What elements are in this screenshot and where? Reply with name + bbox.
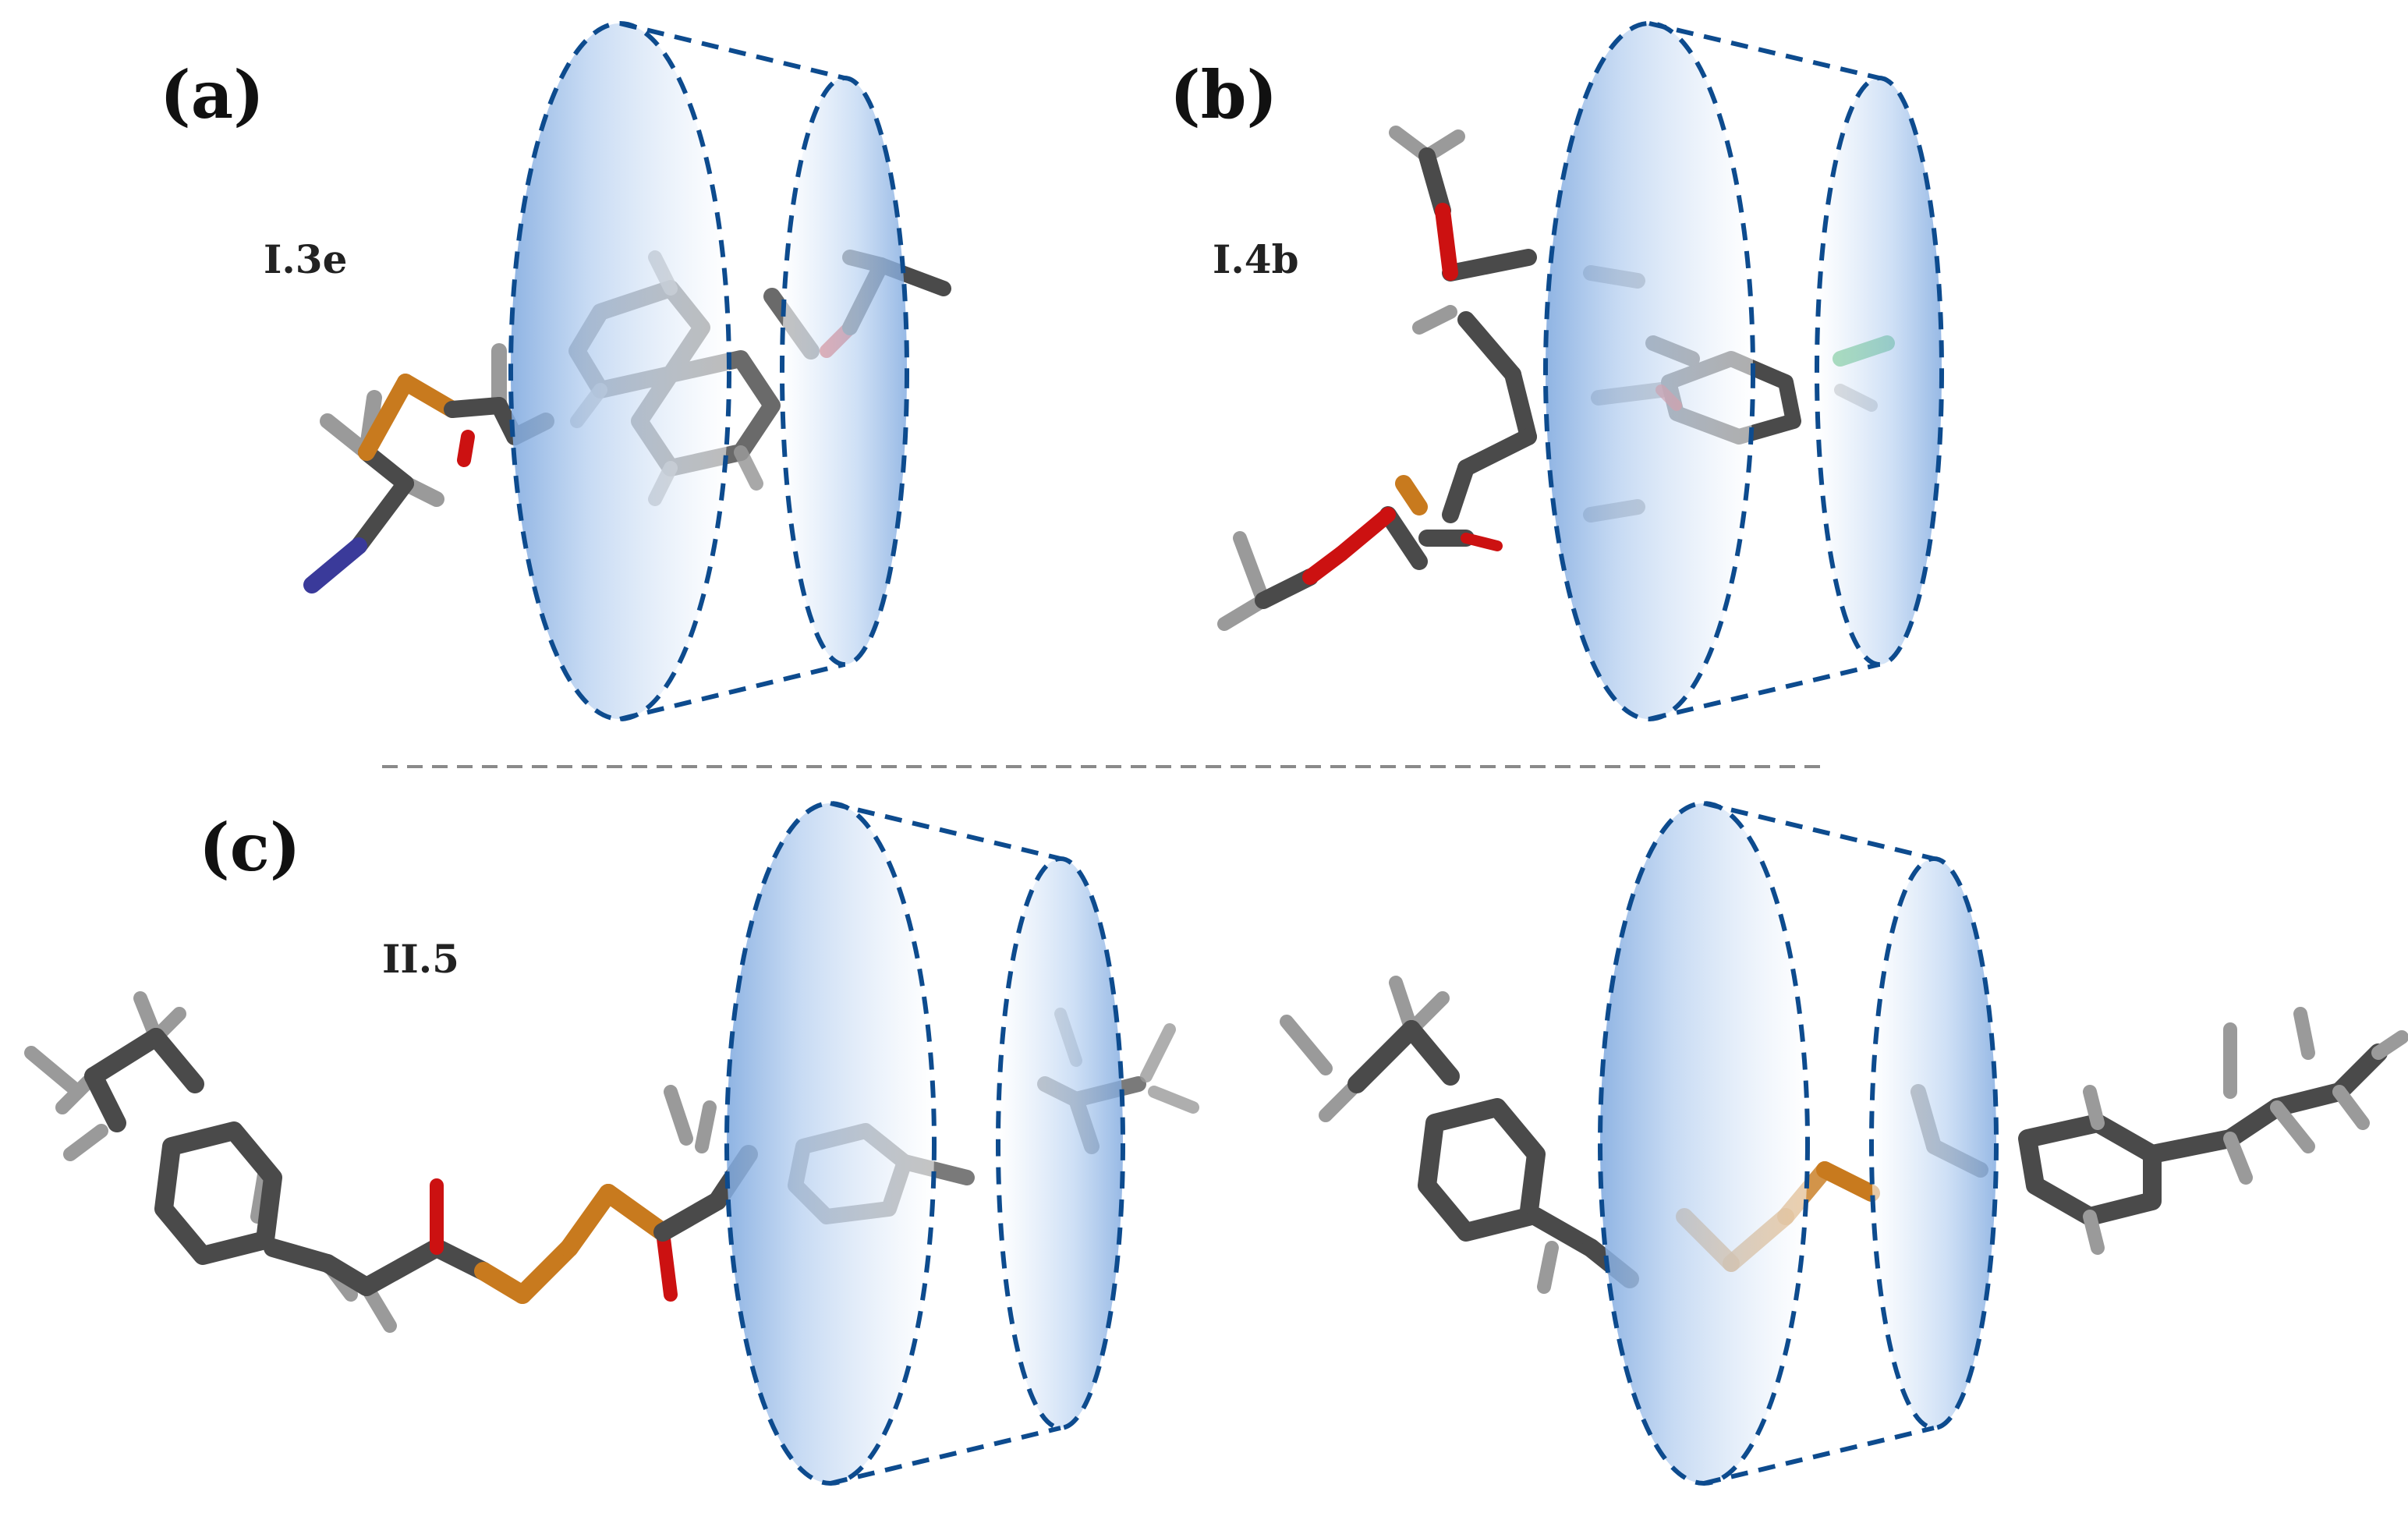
- compound-label-b: I.4b: [1213, 236, 1299, 282]
- panel-a-cylinder: [508, 21, 909, 721]
- panel-c-cylinder-right: [1598, 801, 1999, 1486]
- compound-label-c: II.5: [382, 936, 459, 982]
- panel-c-cylinder-left: [724, 801, 1125, 1486]
- panel-label-a: (a): [160, 56, 264, 133]
- panel-label-b: (b): [1170, 56, 1278, 133]
- compound-label-a: I.3e: [264, 236, 348, 282]
- panel-c-molecule-right: [1280, 976, 2408, 1294]
- panel-b-cylinder: [1543, 21, 1944, 721]
- panel-label-c: (c): [199, 809, 301, 886]
